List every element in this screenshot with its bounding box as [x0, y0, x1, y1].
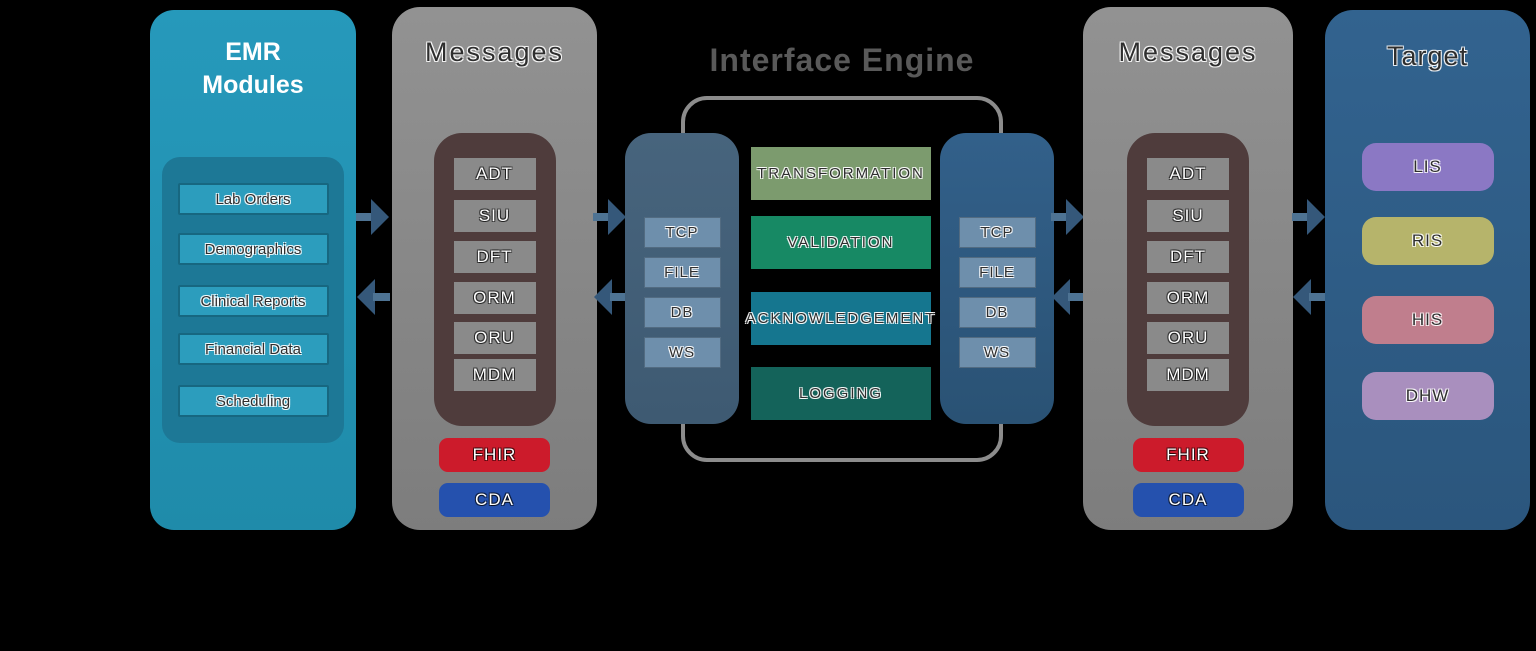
messages-left-panel: Messages ADT SIU DFT ORM ORU MDM FHIR CD…	[392, 7, 597, 530]
hl7-oru: ORU	[453, 322, 536, 354]
port-tcp-left: TCP	[643, 217, 721, 248]
arrow-left-engine-to-messages	[594, 279, 627, 315]
interface-engine-title: Interface Engine	[709, 42, 975, 78]
port-ws-right: WS	[958, 337, 1036, 368]
hl7-mdm: MDM	[1147, 359, 1229, 391]
target-system-his: HIS	[1361, 296, 1494, 344]
emr-modules-panel: EMR Modules Lab Orders Demographics Clin…	[150, 10, 356, 530]
emr-panel-title: EMR Modules	[150, 36, 356, 102]
format-fhir: FHIR	[439, 438, 550, 472]
port-file-left: FILE	[643, 257, 721, 288]
hl7-mdm: MDM	[453, 359, 536, 391]
emr-module-financial-data: Financial Data	[177, 333, 329, 365]
target-title: Target	[1386, 41, 1469, 71]
process-acknowledgement: ACKNOWLEDGEMENT	[746, 292, 934, 345]
target-system-ris: RIS	[1361, 217, 1494, 265]
emr-title-line1: EMR	[225, 38, 281, 66]
port-file-right: FILE	[958, 257, 1036, 288]
target-panel: Target LIS RIS HIS DHW	[1325, 10, 1530, 530]
emr-module-lab-orders: Lab Orders	[177, 183, 329, 215]
hl7-adt: ADT	[1147, 158, 1229, 190]
process-transformation: TRANSFORMATION	[751, 147, 931, 200]
port-ws-left: WS	[643, 337, 721, 368]
arrow-left-messages2-to-engine	[1052, 279, 1085, 315]
messages-right-panel: Messages ADT SIU DFT ORM ORU MDM FHIR CD…	[1083, 7, 1293, 530]
hl7-oru: ORU	[1147, 322, 1229, 354]
port-db-right: DB	[958, 297, 1036, 328]
emr-title-line2: Modules	[202, 71, 304, 99]
port-db-left: DB	[643, 297, 721, 328]
process-validation: VALIDATION	[751, 216, 931, 269]
emr-module-demographics: Demographics	[177, 233, 329, 265]
hl7-siu: SIU	[1147, 200, 1229, 232]
emr-modules-container: Lab Orders Demographics Clinical Reports…	[162, 157, 344, 443]
format-cda: CDA	[1132, 483, 1244, 517]
engine-outbound-connector: TCP FILE DB WS	[940, 133, 1054, 424]
hl7-dft: DFT	[1147, 241, 1229, 273]
target-system-dhw: DHW	[1361, 372, 1494, 420]
engine-inbound-connector: TCP FILE DB WS	[625, 133, 739, 424]
messages-left-title: Messages	[424, 37, 565, 67]
port-tcp-right: TCP	[958, 217, 1036, 248]
arrow-right-engine-to-messages2	[1051, 199, 1084, 235]
arrow-right-emr-to-messages	[356, 199, 389, 235]
hl7-siu: SIU	[453, 200, 536, 232]
emr-module-scheduling: Scheduling	[177, 385, 329, 417]
hl7-adt: ADT	[453, 158, 536, 190]
emr-module-clinical-reports: Clinical Reports	[177, 285, 329, 317]
process-logging: LOGGING	[751, 367, 931, 420]
arrow-left-messages-to-emr	[357, 279, 390, 315]
messages-right-title: Messages	[1118, 37, 1258, 67]
format-cda: CDA	[439, 483, 550, 517]
hl7-orm: ORM	[1147, 282, 1229, 314]
hl7-messages-container-right: ADT SIU DFT ORM ORU MDM	[1127, 133, 1249, 426]
arrow-right-messages-to-engine	[593, 199, 626, 235]
target-system-lis: LIS	[1361, 143, 1494, 191]
hl7-orm: ORM	[453, 282, 536, 314]
arrow-left-target-to-messages2	[1293, 279, 1326, 315]
format-fhir: FHIR	[1132, 438, 1244, 472]
hl7-messages-container-left: ADT SIU DFT ORM ORU MDM	[433, 133, 556, 426]
hl7-dft: DFT	[453, 241, 536, 273]
arrow-right-messages2-to-target	[1292, 199, 1325, 235]
